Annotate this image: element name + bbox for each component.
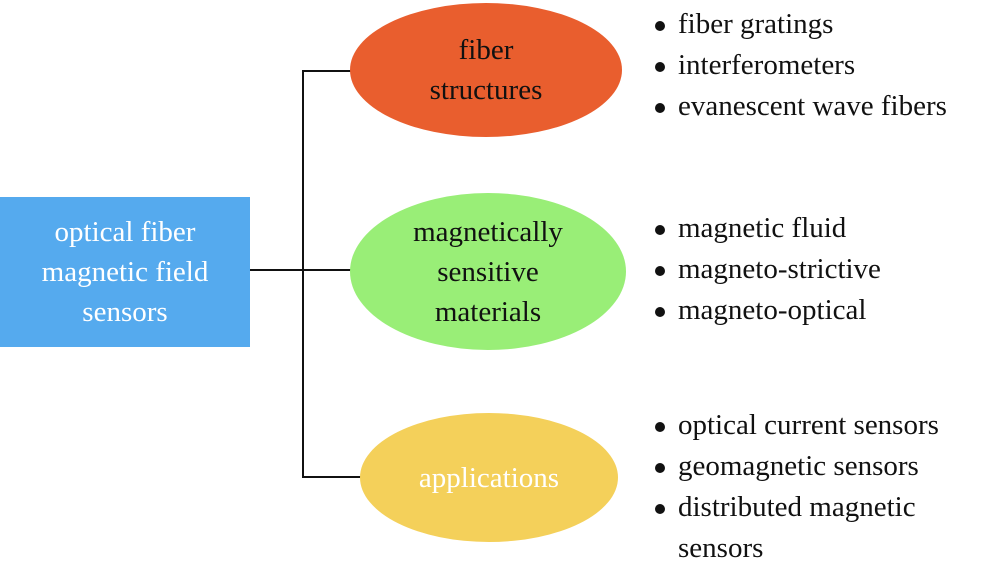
branch-node-line: fiber (458, 34, 514, 66)
root-node-line: sensors (82, 296, 168, 328)
list-item: magnetic fluid (652, 208, 881, 249)
branch-node-fiber-structures: fiber structures (350, 3, 622, 137)
bullet-icon (655, 504, 665, 514)
connector-to-fiber-structures (302, 70, 352, 72)
applications-list: optical current sensors geomagnetic sens… (652, 405, 982, 569)
list-item: evanescent wave fibers (652, 86, 947, 127)
bullet-icon (655, 103, 665, 113)
list-item: optical current sensors (652, 405, 982, 446)
connector-to-applications (302, 476, 362, 478)
bullet-icon (655, 225, 665, 235)
magnetically-sensitive-materials-list: magnetic fluid magneto-strictive magneto… (652, 208, 881, 331)
bullet-icon (655, 266, 665, 276)
root-node-line: magnetic field (41, 256, 209, 288)
bullet-icon (655, 21, 665, 31)
root-node-optical-fiber-magnetic-field-sensors: optical fiber magnetic field sensors (0, 197, 250, 347)
bullet-icon (655, 463, 665, 473)
branch-node-line: magnetically (413, 215, 563, 248)
connector-to-magnetically-sensitive-materials (302, 269, 352, 271)
connector-trunk-vertical (302, 70, 304, 477)
list-item: distributed magnetic sensors (652, 487, 982, 569)
bullet-icon (655, 62, 665, 72)
list-item: magneto-strictive (652, 249, 881, 290)
list-item: interferometers (652, 45, 947, 86)
bullet-icon (655, 307, 665, 317)
list-item: fiber gratings (652, 4, 947, 45)
branch-node-line: applications (418, 461, 560, 494)
fiber-structures-list: fiber gratings interferometers evanescen… (652, 4, 947, 127)
list-item: geomagnetic sensors (652, 446, 982, 487)
branch-node-magnetically-sensitive-materials: magnetically sensitive materials (350, 193, 626, 350)
connector-root-to-trunk (250, 269, 304, 271)
branch-node-line: materials (434, 295, 542, 328)
bullet-icon (655, 422, 665, 432)
branch-node-line: sensitive (437, 255, 539, 288)
list-item: magneto-optical (652, 290, 881, 331)
branch-node-line: structures (429, 74, 543, 106)
branch-node-applications: applications (360, 413, 618, 542)
root-node-line: optical fiber (54, 216, 196, 248)
